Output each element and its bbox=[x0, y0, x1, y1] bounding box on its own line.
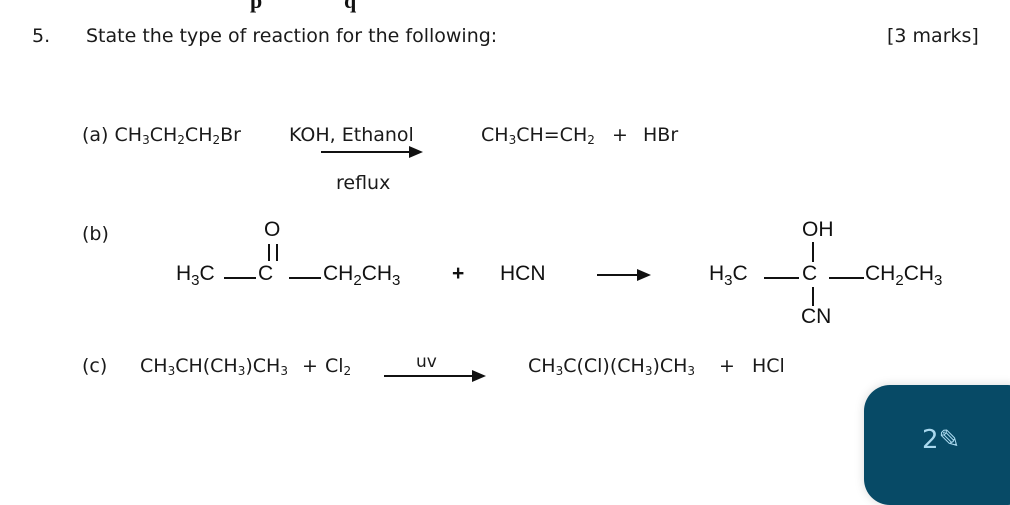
single-bond bbox=[829, 277, 864, 279]
part-b-product-right-group: CH2CH3 bbox=[865, 262, 943, 289]
part-a-product2: HBr bbox=[643, 124, 679, 146]
single-bond bbox=[224, 277, 256, 279]
double-bond-left bbox=[268, 244, 270, 261]
part-b-right-group: CH2CH3 bbox=[323, 262, 401, 289]
question-number: 5. bbox=[32, 25, 51, 47]
cropped-letter-p: p bbox=[250, 0, 263, 13]
question-prompt: State the type of reaction for the follo… bbox=[86, 25, 498, 47]
single-bond bbox=[764, 277, 799, 279]
part-b-product-center-carbon: C bbox=[802, 262, 818, 285]
part-a-reactant: (a) CH3CH2CH2Br bbox=[82, 124, 241, 146]
cropped-letter-q: q bbox=[344, 0, 357, 13]
part-b-left-group: H3C bbox=[176, 262, 215, 289]
part-b-reagent: HCN bbox=[500, 262, 546, 285]
part-c-condition: uv bbox=[416, 352, 437, 372]
part-a-arrow-head-icon bbox=[409, 146, 423, 158]
part-a-label: (a) bbox=[82, 124, 109, 146]
part-b-product-left-group: H3C bbox=[709, 262, 748, 289]
part-b-arrow-head-icon bbox=[637, 269, 651, 281]
part-c-label: (c) bbox=[82, 355, 108, 377]
part-a-product1: CH3CH=CH2 bbox=[481, 124, 595, 147]
part-b-label: (b) bbox=[82, 223, 109, 245]
double-bond-right bbox=[276, 244, 278, 261]
part-a-plus: + bbox=[612, 124, 628, 146]
marks-label: [3 marks] bbox=[887, 25, 979, 47]
part-a-arrow bbox=[321, 151, 411, 153]
part-b-oxygen: O bbox=[264, 218, 281, 241]
part-b-arrow bbox=[597, 274, 639, 276]
part-c-arrow-head-icon bbox=[472, 370, 486, 382]
part-b-center-carbon: C bbox=[258, 262, 274, 285]
bond-to-oh bbox=[812, 242, 814, 262]
part-b-plus: + bbox=[452, 262, 465, 285]
part-c-plus: + bbox=[302, 355, 318, 377]
part-c-product1: CH3C(Cl)(CH3)CH3 bbox=[528, 355, 696, 378]
part-b-product-cyanide: CN bbox=[801, 305, 832, 328]
part-c-reactant2: Cl2 bbox=[325, 355, 352, 378]
part-c-arrow bbox=[384, 375, 474, 377]
part-a-condition-below: reflux bbox=[336, 172, 391, 194]
floating-edit-button[interactable]: 2✎ bbox=[864, 385, 1010, 505]
single-bond bbox=[289, 277, 321, 279]
part-a-reactant-formula: CH3CH2CH2Br bbox=[114, 124, 241, 147]
pen-icon: 2✎ bbox=[922, 425, 961, 455]
part-b-product-hydroxyl: OH bbox=[802, 218, 834, 241]
bond-to-cn bbox=[812, 287, 814, 306]
part-c-plus-2: + bbox=[719, 355, 735, 377]
part-c-reactant1: CH3CH(CH3)CH3 bbox=[140, 355, 288, 378]
part-a-condition-above: KOH, Ethanol bbox=[289, 124, 414, 146]
part-c-product2: HCl bbox=[752, 355, 785, 377]
